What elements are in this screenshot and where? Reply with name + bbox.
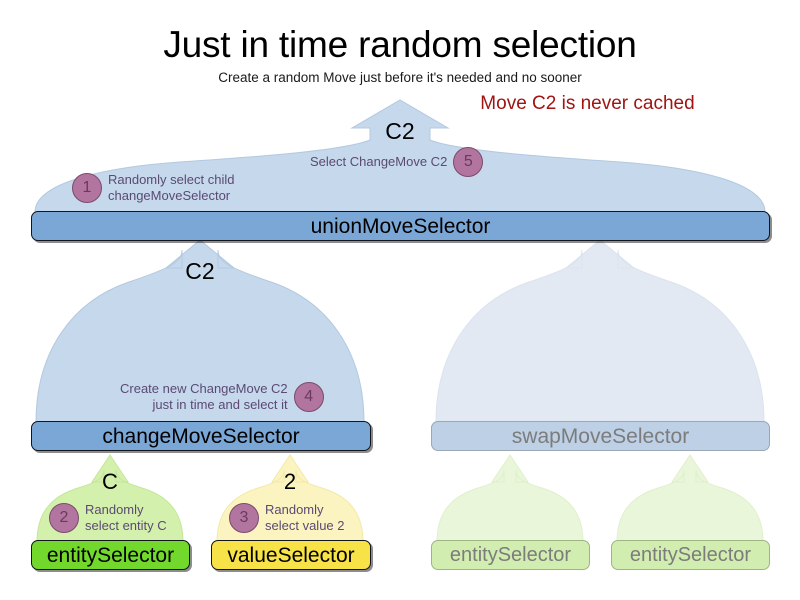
flow-label-change-output: C2 bbox=[185, 258, 215, 284]
node-change-move-selector[interactable]: changeMoveSelector bbox=[31, 421, 371, 451]
node-entity-selector-swap-1[interactable]: entitySelector bbox=[431, 540, 590, 570]
flow-label-top: C2 bbox=[385, 118, 415, 144]
node-swap-move-selector[interactable]: swapMoveSelector bbox=[431, 421, 770, 451]
arrow-entity-swap-1-to-swap bbox=[436, 454, 584, 543]
node-union-move-selector[interactable]: unionMoveSelector bbox=[31, 211, 770, 241]
step-4-text: Create new ChangeMove C2 just in time an… bbox=[120, 381, 288, 413]
flow-label-value-output: 2 bbox=[283, 469, 297, 494]
arrow-swap-to-union bbox=[435, 239, 765, 423]
step-2-text: Randomly select entity C bbox=[85, 502, 167, 534]
arrow-entity-swap-2-to-swap bbox=[616, 454, 764, 543]
node-value-selector-change[interactable]: valueSelector bbox=[211, 540, 371, 570]
step-1-badge: 1 bbox=[72, 173, 102, 204]
page-subtitle: Create a random Move just before it's ne… bbox=[218, 70, 582, 85]
node-entity-selector-change[interactable]: entitySelector bbox=[31, 540, 190, 570]
step-annotation-1: 1 Randomly select child changeMoveSelect… bbox=[72, 172, 234, 204]
step-annotation-2: 2 Randomly select entity C bbox=[49, 502, 167, 534]
never-cached-note: Move C2 is never cached bbox=[480, 93, 695, 114]
step-1-text: Randomly select child changeMoveSelector bbox=[108, 172, 235, 204]
node-entity-selector-swap-2[interactable]: entitySelector bbox=[611, 540, 770, 570]
step-2-badge: 2 bbox=[49, 503, 79, 534]
page-title: Just in time random selection bbox=[163, 24, 637, 65]
step-5-badge: 5 bbox=[453, 147, 484, 177]
step-annotation-3: 3 Randomly select value 2 bbox=[229, 502, 345, 534]
step-3-badge: 3 bbox=[229, 503, 259, 534]
step-annotation-5: Select ChangeMove C2 5 bbox=[310, 147, 484, 177]
step-3-text: Randomly select value 2 bbox=[265, 502, 345, 534]
step-5-text: Select ChangeMove C2 bbox=[310, 153, 448, 169]
step-annotation-4: Create new ChangeMove C2 just in time an… bbox=[120, 381, 324, 413]
step-4-badge: 4 bbox=[293, 382, 324, 413]
flow-label-entity-output: C bbox=[102, 469, 118, 494]
